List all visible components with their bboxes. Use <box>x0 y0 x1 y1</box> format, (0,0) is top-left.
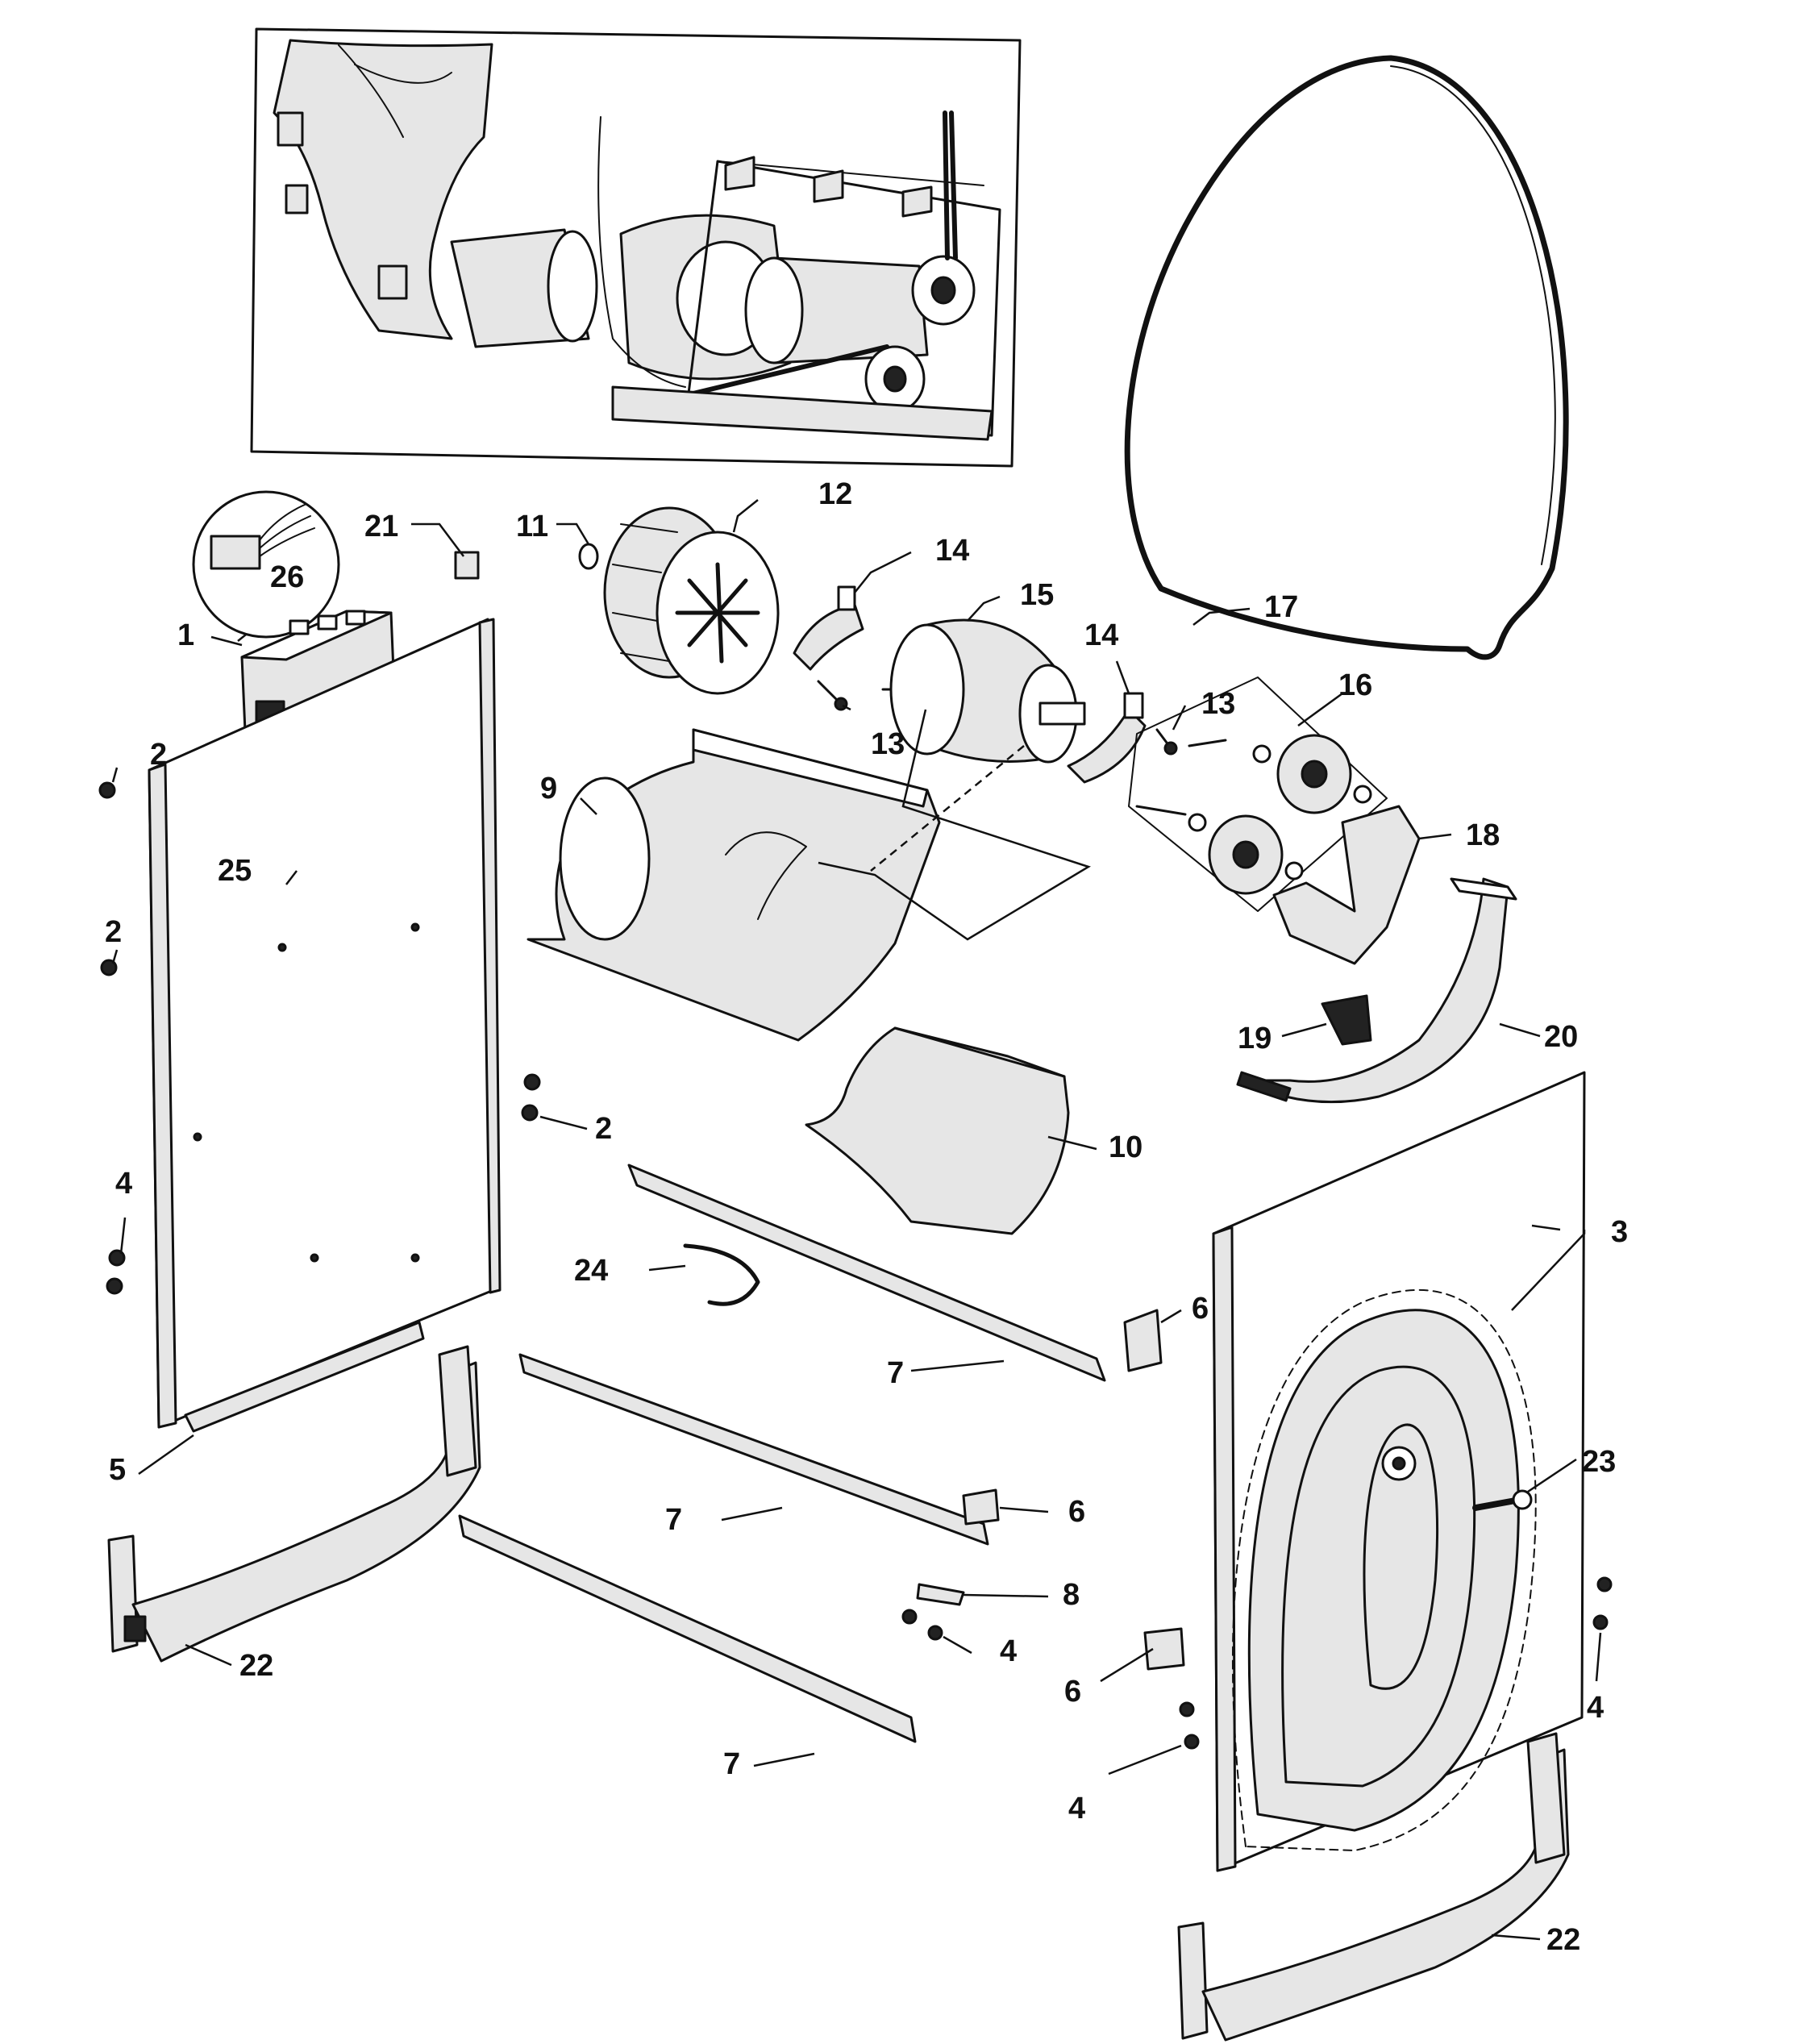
part-7-rail-lower <box>458 1514 917 1743</box>
part-24-wire-harness <box>683 1243 760 1306</box>
callout-26: 26 <box>270 560 304 594</box>
callout-4-right: 4 <box>1587 1691 1604 1725</box>
part-13-screw-left <box>817 680 848 711</box>
part-6-clip-lower <box>1143 1627 1185 1671</box>
callout-11: 11 <box>516 510 548 543</box>
part-6-clip-middle <box>962 1488 1000 1526</box>
callout-6-middle: 6 <box>1068 1495 1085 1529</box>
part-2-screw-b <box>100 959 118 976</box>
part-3-right-side-panel <box>1212 1071 1586 1872</box>
callout-5: 5 <box>109 1453 126 1487</box>
callout-labels: 1 2 2 2 3 4 4 4 4 5 6 6 6 7 7 7 8 9 10 1… <box>105 477 1628 1957</box>
callout-7-lower: 7 <box>723 1747 740 1781</box>
callout-22-right: 22 <box>1546 1923 1580 1957</box>
callout-2-left: 2 <box>105 915 122 949</box>
part-19-idler-spring <box>1321 994 1372 1046</box>
callout-12: 12 <box>818 477 852 511</box>
callout-9: 9 <box>540 772 557 806</box>
part-14-motor-mount-upper <box>793 585 864 671</box>
part-5-left-side-panel <box>148 618 502 1433</box>
callout-16: 16 <box>1338 668 1372 702</box>
part-9-blower-housing <box>526 728 941 1042</box>
part-8-clip <box>916 1583 965 1606</box>
part-17-drive-belt <box>1124 55 1569 660</box>
callout-8: 8 <box>1063 1578 1080 1612</box>
callout-10: 10 <box>1109 1130 1142 1164</box>
part-12-blower-wheel <box>603 506 780 695</box>
part-26-harness-detail <box>192 490 340 639</box>
callout-13-left: 13 <box>871 727 905 761</box>
part-10-blower-duct <box>805 1026 1070 1235</box>
callout-22-left: 22 <box>239 1649 273 1683</box>
assembled-view-inset <box>250 27 1022 468</box>
part-4-screw-right <box>1592 1576 1613 1630</box>
callout-7-upper: 7 <box>887 1356 904 1390</box>
callout-3: 3 <box>1611 1215 1628 1249</box>
callout-14-lower: 14 <box>1084 618 1118 652</box>
part-6-clip-upper <box>1123 1309 1163 1372</box>
callout-2-center: 2 <box>595 1112 612 1146</box>
assembly-guide-line <box>818 709 1091 941</box>
part-4-screw-left <box>106 1249 126 1295</box>
part-4-screw-middle <box>901 1609 943 1641</box>
callout-1: 1 <box>177 618 194 652</box>
callout-21: 21 <box>364 510 398 543</box>
callout-17: 17 <box>1264 590 1298 624</box>
part-22-base-right <box>1177 1732 1570 2042</box>
callout-15: 15 <box>1020 578 1054 612</box>
part-15-drive-motor <box>881 618 1086 764</box>
callout-24: 24 <box>574 1254 608 1288</box>
callout-7-middle: 7 <box>665 1503 682 1537</box>
part-20-idler-arm <box>1236 877 1517 1104</box>
part-21-clip <box>454 551 480 580</box>
part-18-idler-bracket <box>1272 805 1421 965</box>
callout-4-middle: 4 <box>1000 1634 1017 1668</box>
callout-14-upper: 14 <box>935 534 969 568</box>
callout-13-right: 13 <box>1201 687 1235 721</box>
part-2-screw-c <box>521 1073 541 1122</box>
part-7-rail-middle <box>518 1353 989 1546</box>
part-14-motor-mount-lower <box>1067 692 1147 784</box>
callout-4-left: 4 <box>115 1167 132 1201</box>
part-4-screw-bottom <box>1179 1701 1200 1750</box>
part-2-screw-a <box>98 781 116 799</box>
leader-lines <box>111 499 1602 1941</box>
callout-23: 23 <box>1582 1445 1616 1479</box>
callout-4-bottom: 4 <box>1068 1792 1085 1825</box>
part-13-screw-right <box>1155 728 1178 756</box>
callout-25: 25 <box>218 854 252 888</box>
part-23-drum-shaft-bolt <box>1472 1489 1533 1511</box>
callout-20: 20 <box>1544 1020 1578 1054</box>
callout-2-upper-left: 2 <box>150 738 167 772</box>
part-11-grommet <box>578 543 599 570</box>
part-16-idler-pulley-assembly <box>1128 676 1388 912</box>
callout-6-lower: 6 <box>1064 1675 1081 1709</box>
motor-axis-line <box>870 745 1025 872</box>
callout-18: 18 <box>1466 818 1500 852</box>
part-7-rail-upper <box>627 1164 1106 1382</box>
part-22-base-left <box>107 1345 481 1663</box>
callout-6-upper: 6 <box>1192 1292 1209 1326</box>
callout-19: 19 <box>1238 1022 1272 1055</box>
